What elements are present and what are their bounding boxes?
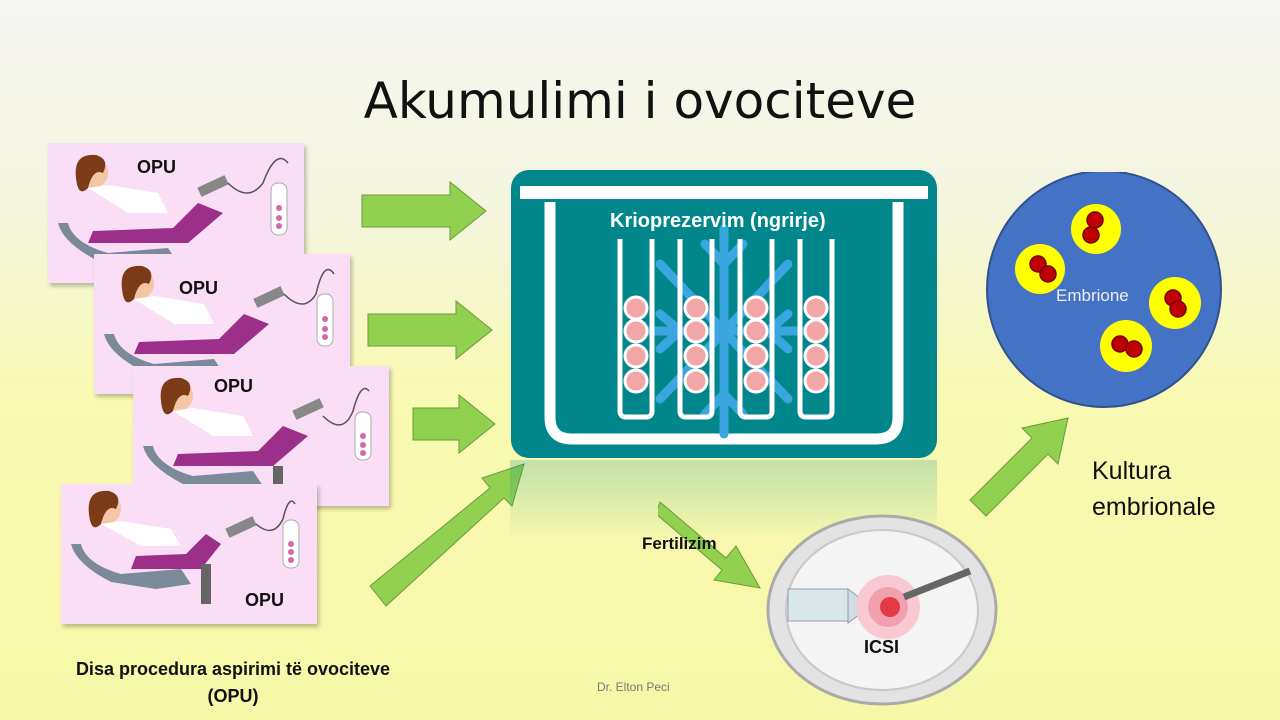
microscope-dish-icon [766,514,998,706]
opu-label: OPU [245,590,285,610]
opu-label: OPU [137,157,177,177]
embryo-dish [986,172,1222,408]
fertilization-label: Fertilizim [642,534,717,553]
arrow-2 [367,300,493,360]
culture-label: Kultura embrionale [1092,453,1242,525]
slide-title: Akumulimi i ovociteve [363,72,917,130]
cryo-freezer [511,170,937,458]
arrow-1 [361,181,487,241]
patient-icon [71,490,300,604]
author-credit: Dr. Elton Peci [597,680,670,694]
egg-cells [623,295,829,394]
freezer-label: Krioprezervim (ngrirje) [610,210,826,232]
opu-card-4: OPU [61,484,317,624]
arrow-fertilization [658,501,761,589]
embryo-label: Embrione [1056,286,1129,305]
arrow-4 [369,463,525,607]
caption: Disa procedura aspirimi të ovociteve (OP… [75,659,391,706]
icsi-label: ICSI [864,637,900,657]
patient-icon [143,377,372,496]
opu-label: OPU [214,376,254,396]
opu-card-3: OPU [133,366,389,506]
culture-label-text: Kultura embrionale [1092,457,1216,521]
opu-label: OPU [179,278,219,298]
embryo-icon [1015,204,1201,372]
arrow-to-culture [969,417,1069,517]
arrow-3 [412,394,496,454]
